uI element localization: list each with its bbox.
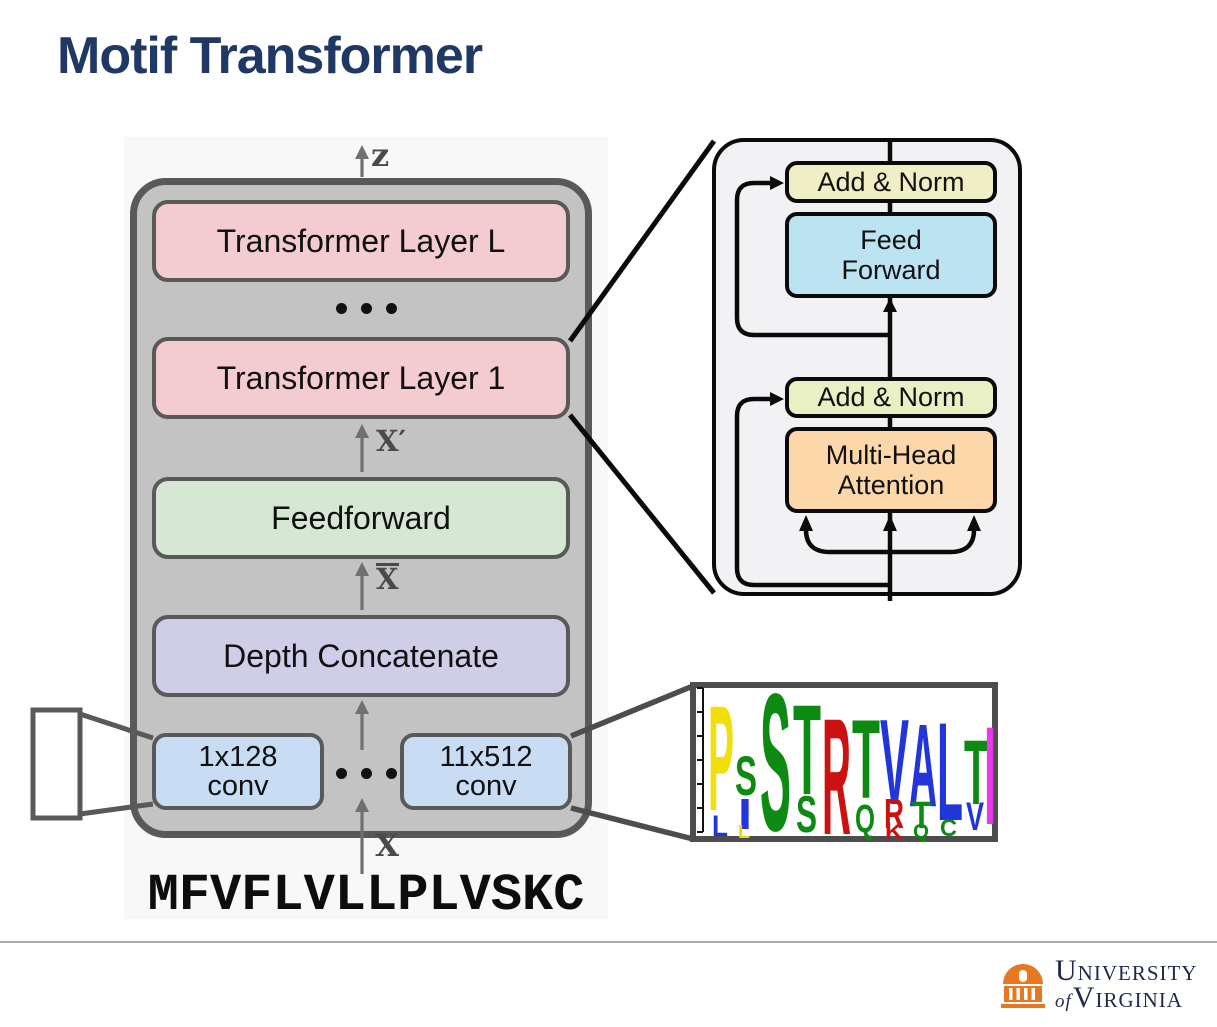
transformer-layer-1-label: Transformer Layer 1 — [216, 360, 506, 396]
university-of-virginia-logo: University ofVirginia — [1000, 954, 1198, 1014]
ellipsis-dot — [386, 303, 397, 314]
x-bar-char: X — [376, 562, 399, 596]
ellipsis-dot — [336, 303, 347, 314]
input-sequence-text: MFVFLVLLPLVSKC — [147, 866, 585, 925]
page-title: Motif Transformer — [57, 27, 483, 85]
layers-ellipsis-dots — [336, 303, 397, 314]
output-z-label: z — [371, 136, 390, 174]
conv-11x512-label: 11x512 conv — [439, 741, 533, 802]
university-word: University — [1055, 954, 1198, 987]
transformer-layer-L-label: Transformer Layer L — [216, 223, 506, 259]
feed-forward-label: Feed Forward — [841, 224, 941, 285]
ellipsis-dot — [336, 768, 347, 779]
input-x-label: X — [375, 828, 400, 864]
conv-11x512-box: 11x512 conv — [400, 733, 572, 810]
x-prime-label: X′ — [376, 424, 407, 458]
multi-head-attention-label: Multi-Head Attention — [825, 439, 957, 500]
conv-ellipsis-dots — [336, 768, 397, 779]
multi-head-attention-box: Multi-Head Attention — [785, 427, 997, 513]
transformer-layer-L-box: Transformer Layer L — [152, 200, 570, 282]
add-norm-top-label: Add & Norm — [817, 166, 965, 197]
ellipsis-dot — [386, 768, 397, 779]
add-norm-bottom-label: Add & Norm — [817, 382, 965, 413]
feed-forward-box: Feed Forward — [785, 212, 997, 298]
footer-divider — [0, 941, 1217, 943]
feedforward-label: Feedforward — [271, 500, 451, 536]
depth-concatenate-box: Depth Concatenate — [152, 615, 570, 697]
x-bar-label: X — [376, 562, 399, 596]
transformer-layer-detail-panel — [712, 138, 1022, 596]
virginia-word: ofVirginia — [1055, 980, 1183, 1014]
sequence-logo-box — [690, 682, 998, 842]
ellipsis-dot — [361, 303, 372, 314]
rotunda-icon — [1000, 964, 1046, 1009]
of-word: of — [1055, 990, 1072, 1012]
transformer-layer-1-box: Transformer Layer 1 — [152, 337, 570, 419]
add-norm-bottom-box: Add & Norm — [785, 377, 997, 418]
conv-1x128-label: 1x128 conv — [198, 741, 278, 802]
depth-concatenate-label: Depth Concatenate — [223, 638, 499, 674]
feedforward-box: Feedforward — [152, 477, 570, 559]
university-wordmark: University ofVirginia — [1055, 954, 1198, 1014]
input-window-rect — [30, 707, 83, 821]
add-norm-top-box: Add & Norm — [785, 161, 997, 203]
ellipsis-dot — [361, 768, 372, 779]
conv-1x128-box: 1x128 conv — [152, 733, 324, 810]
